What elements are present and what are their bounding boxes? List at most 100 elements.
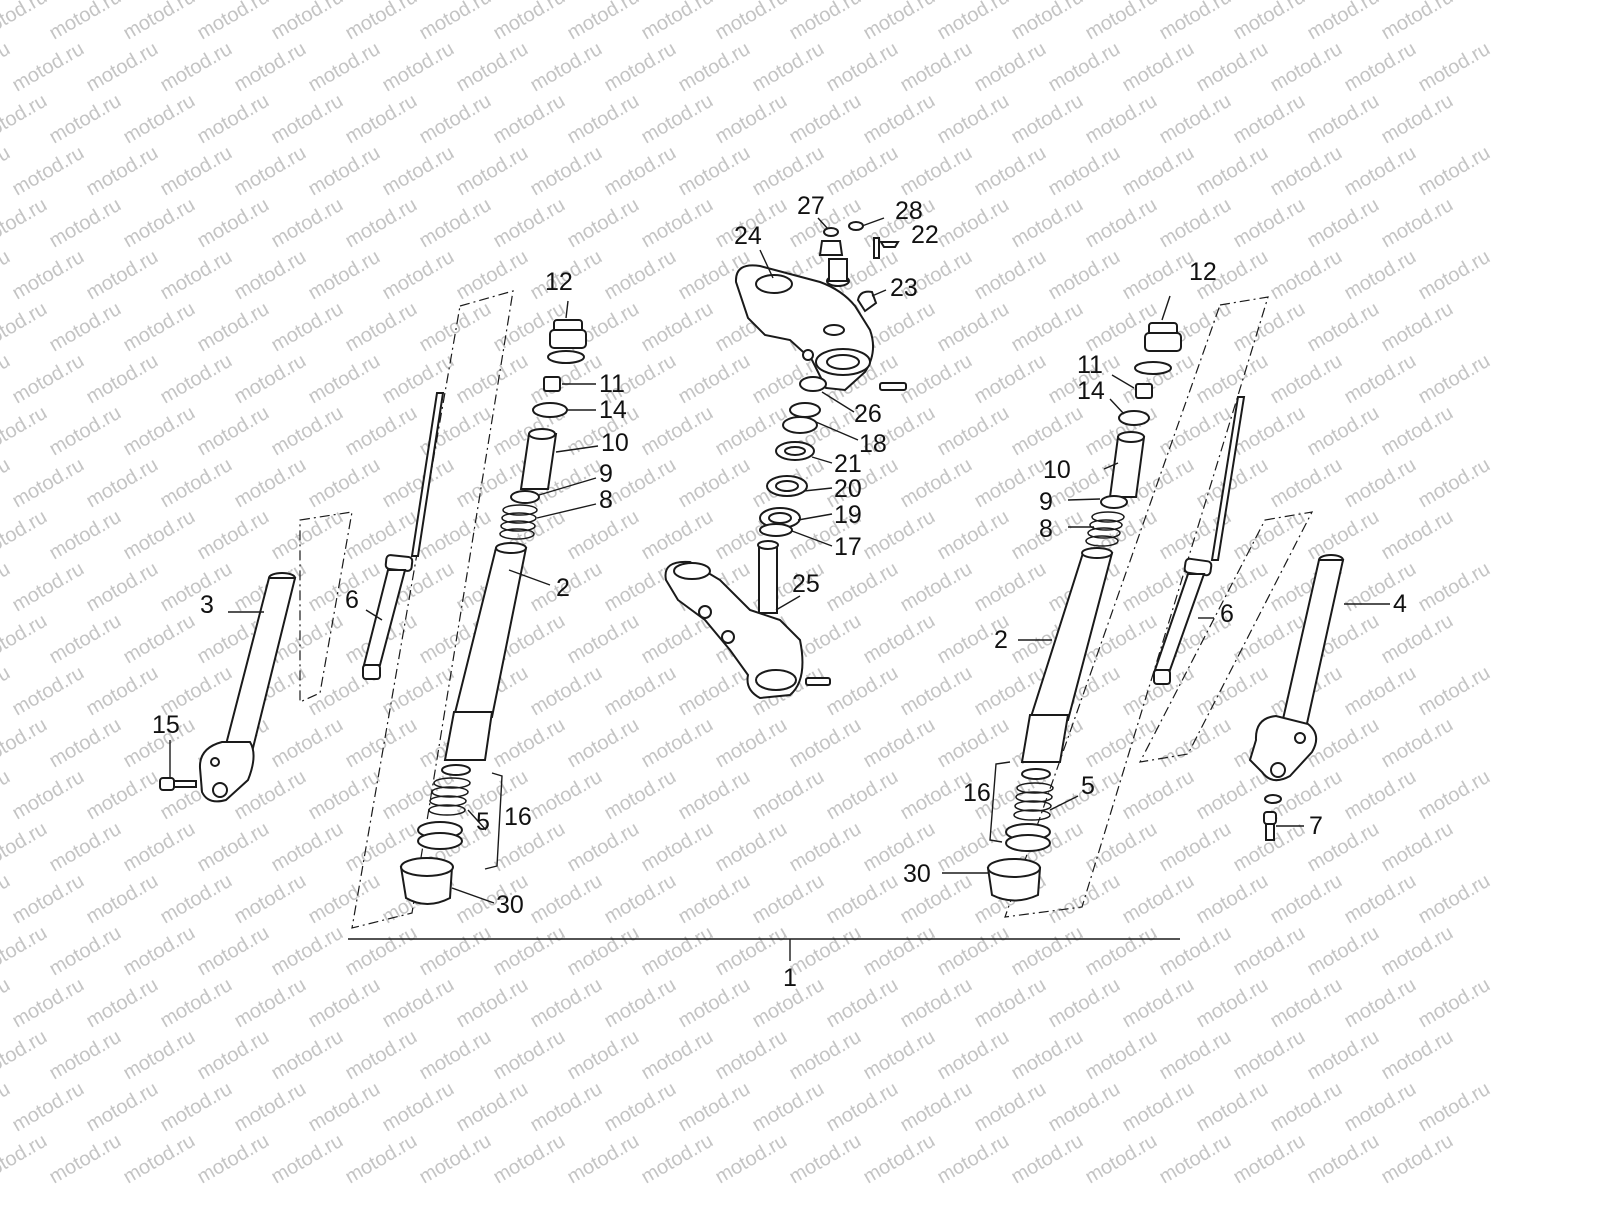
- watermark-text: motod.ru: [231, 38, 310, 97]
- watermark-text: motod.ru: [601, 38, 680, 97]
- watermark-text: motod.ru: [1008, 1130, 1087, 1189]
- o-ring-right: [1134, 361, 1172, 375]
- fork-cap-left: [549, 319, 587, 349]
- watermark-text: motod.ru: [749, 870, 828, 929]
- watermark-text: motod.ru: [1341, 38, 1420, 97]
- watermark-text: motod.ru: [46, 194, 125, 253]
- watermark-text: motod.ru: [1156, 818, 1235, 877]
- watermark-text: motod.ru: [638, 90, 717, 149]
- callout-1: 1: [783, 964, 797, 992]
- watermark-text: motod.ru: [1082, 1130, 1161, 1189]
- watermark-text: motod.ru: [527, 142, 606, 201]
- watermark-text: motod.ru: [83, 766, 162, 825]
- watermark-text: motod.ru: [860, 1026, 939, 1085]
- fork-cap-right: [1144, 322, 1182, 352]
- watermark-text: motod.ru: [0, 714, 51, 773]
- watermark-text: motod.ru: [971, 974, 1050, 1033]
- slider-left: [198, 572, 297, 803]
- watermark-text: motod.ru: [527, 870, 606, 929]
- watermark-text: motod.ru: [1267, 454, 1346, 513]
- watermark-text: motod.ru: [971, 38, 1050, 97]
- watermark-text: motod.ru: [860, 0, 939, 44]
- watermark-text: motod.ru: [527, 766, 606, 825]
- watermark-text: motod.ru: [194, 922, 273, 981]
- watermark-text: motod.ru: [453, 974, 532, 1033]
- watermark-text: motod.ru: [0, 610, 51, 669]
- watermark-text: motod.ru: [1156, 1026, 1235, 1085]
- watermark-text: motod.ru: [1045, 142, 1124, 201]
- watermark-text: motod.ru: [1119, 1078, 1198, 1137]
- watermark-text: motod.ru: [1415, 454, 1494, 513]
- watermark-text: motod.ru: [638, 818, 717, 877]
- watermark-text: motod.ru: [712, 1026, 791, 1085]
- watermark-text: motod.ru: [934, 1026, 1013, 1085]
- watermark-text: motod.ru: [1082, 194, 1161, 253]
- watermark-text: motod.ru: [1267, 1078, 1346, 1137]
- watermark-text: motod.ru: [1378, 922, 1457, 981]
- watermark-text: motod.ru: [231, 350, 310, 409]
- watermark-text: motod.ru: [342, 402, 421, 461]
- clamp-bolt-23: [856, 237, 880, 313]
- watermark-text: motod.ru: [860, 922, 939, 981]
- watermark-text: motod.ru: [1045, 870, 1124, 929]
- watermark-text: motod.ru: [564, 194, 643, 253]
- bolt-7: [1263, 811, 1277, 841]
- watermark-text: motod.ru: [0, 506, 51, 565]
- watermark-text: motod.ru: [564, 818, 643, 877]
- watermark-text: motod.ru: [934, 0, 1013, 44]
- callout-15: 15: [152, 711, 180, 739]
- watermark-text: motod.ru: [490, 0, 569, 44]
- watermark-text: motod.ru: [786, 0, 865, 44]
- callout-26: 26: [854, 400, 882, 428]
- watermark-text: motod.ru: [9, 1078, 88, 1137]
- watermark-text: motod.ru: [786, 1026, 865, 1085]
- watermark-text: motod.ru: [305, 246, 384, 305]
- watermark-text: motod.ru: [638, 714, 717, 773]
- watermark-text: motod.ru: [1267, 246, 1346, 305]
- watermark-text: motod.ru: [934, 90, 1013, 149]
- watermark-text: motod.ru: [1341, 454, 1420, 513]
- watermark-text: motod.ru: [1156, 90, 1235, 149]
- right-fork-leg: [986, 296, 1345, 918]
- watermark-text: motod.ru: [490, 1026, 569, 1085]
- watermark-text: motod.ru: [46, 610, 125, 669]
- damper-rod-left: [362, 392, 445, 680]
- watermark-text: motod.ru: [712, 90, 791, 149]
- watermark-text: motod.ru: [268, 714, 347, 773]
- watermark-text: motod.ru: [120, 610, 199, 669]
- callout-27: 27: [797, 192, 825, 220]
- watermark-text: motod.ru: [83, 974, 162, 1033]
- watermark-text: motod.ru: [194, 1026, 273, 1085]
- watermark-text: motod.ru: [305, 974, 384, 1033]
- watermark-text: motod.ru: [157, 870, 236, 929]
- watermark-text: motod.ru: [157, 1078, 236, 1137]
- leader-lines: [169, 217, 1390, 904]
- watermark-text: motod.ru: [9, 454, 88, 513]
- watermark-text: motod.ru: [46, 922, 125, 981]
- watermark-text: motod.ru: [1230, 1130, 1309, 1189]
- watermark-text: motod.ru: [1193, 38, 1272, 97]
- right-leg-group-frame: [1004, 296, 1269, 918]
- watermark-text: motod.ru: [897, 454, 976, 513]
- watermark-text: motod.ru: [1008, 0, 1087, 44]
- watermark-text: motod.ru: [1119, 974, 1198, 1033]
- watermark-text: motod.ru: [0, 402, 51, 461]
- watermark-text: motod.ru: [120, 90, 199, 149]
- watermark-text: motod.ru: [1230, 90, 1309, 149]
- watermark-text: motod.ru: [1341, 662, 1420, 721]
- callout-10-left: 10: [601, 429, 629, 457]
- watermark-text: motod.ru: [268, 1026, 347, 1085]
- watermark-text: motod.ru: [1267, 142, 1346, 201]
- watermark-text: motod.ru: [1156, 402, 1235, 461]
- watermark-text: motod.ru: [1008, 90, 1087, 149]
- watermark-text: motod.ru: [897, 974, 976, 1033]
- watermark-text: motod.ru: [268, 818, 347, 877]
- watermark-text: motod.ru: [268, 90, 347, 149]
- watermark-text: motod.ru: [46, 298, 125, 357]
- watermark-text: motod.ru: [1119, 246, 1198, 305]
- watermark-text: motod.ru: [490, 922, 569, 981]
- watermark-text: motod.ru: [1304, 506, 1383, 565]
- watermark-text: motod.ru: [527, 38, 606, 97]
- watermark-text: motod.ru: [1193, 662, 1272, 721]
- watermark-text: motod.ru: [1008, 194, 1087, 253]
